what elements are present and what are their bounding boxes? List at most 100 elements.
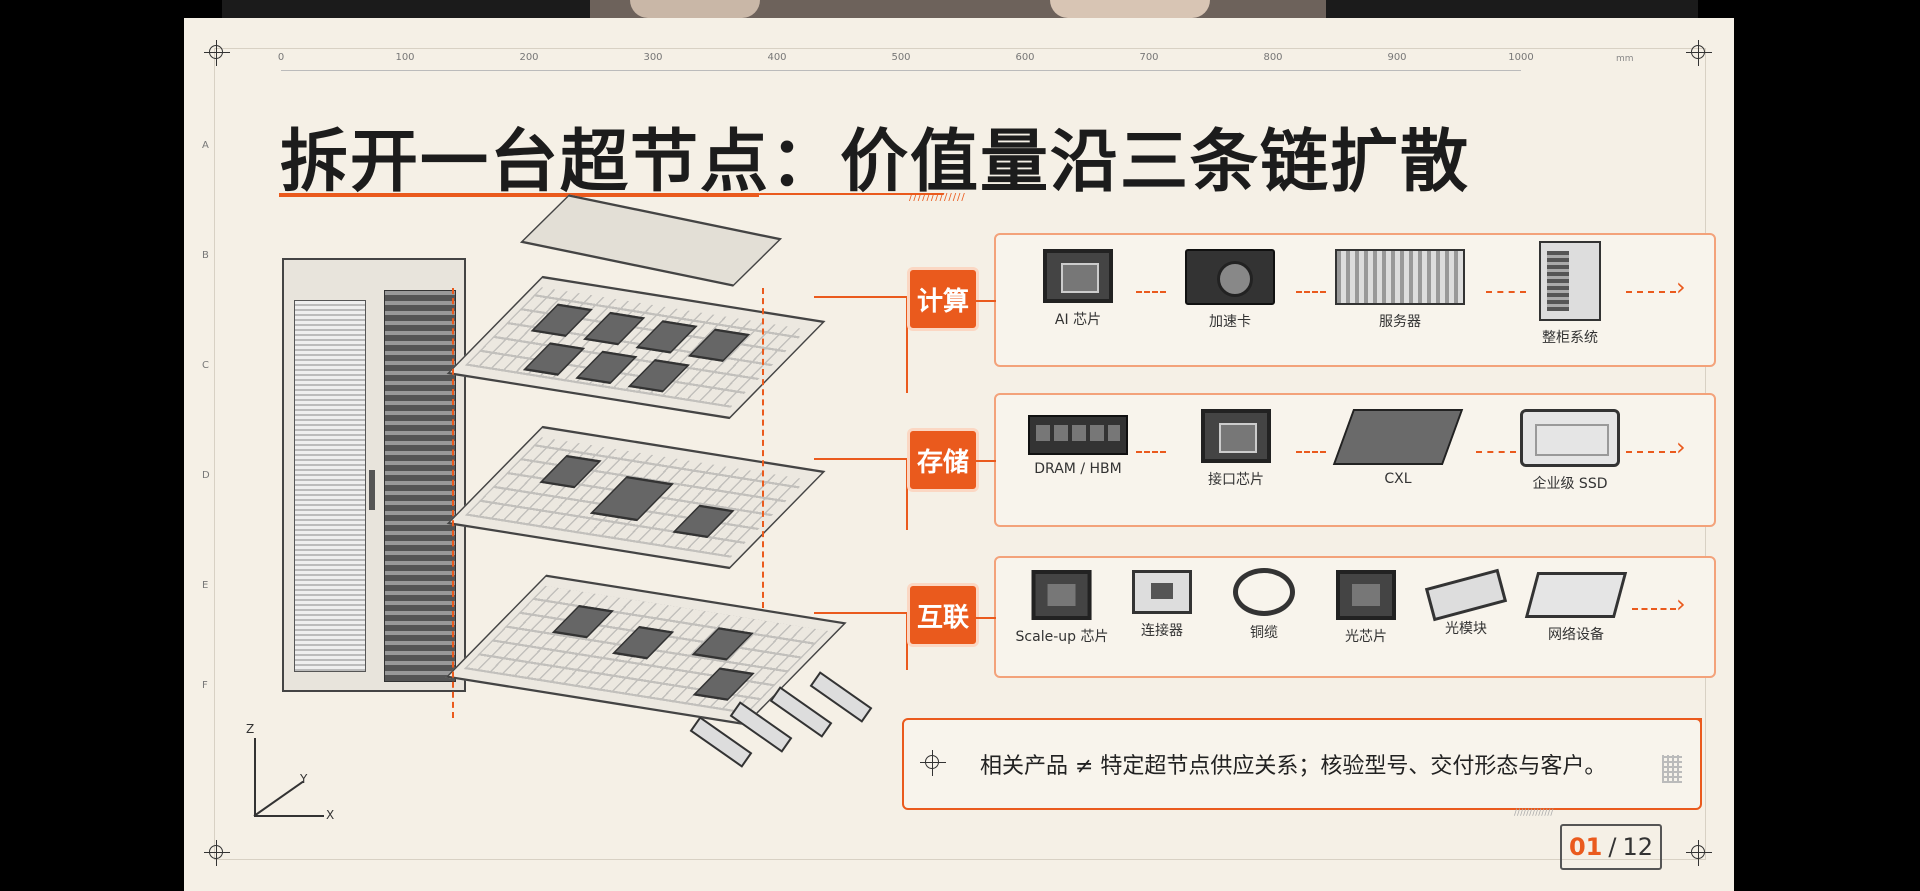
axis-z-label: Z — [246, 722, 255, 736]
top-ruler: 0 100 200 300 400 500 600 700 800 900 10… — [277, 46, 1534, 71]
compute-chain-panel: AI 芯片 加速卡 服务器 整柜系统 › — [971, 233, 1716, 367]
optical-chip-icon — [1336, 570, 1396, 620]
chain-badge-interconnect: 互联 — [907, 583, 979, 647]
chain-item: 服务器 — [1335, 249, 1465, 331]
participant-video — [630, 0, 760, 18]
axis-x-label: X — [326, 808, 335, 822]
chain-item: 连接器 — [1132, 570, 1192, 640]
chain-link — [1476, 451, 1516, 453]
rack-handle — [369, 470, 375, 510]
chain-item-label: 整柜系统 — [1542, 330, 1598, 346]
chain-item: Scale-up 芯片 — [1015, 570, 1109, 646]
chain-item-label: DRAM / HBM — [1034, 461, 1122, 477]
slide-title: 拆开一台超节点：价值量沿三条链扩散 — [280, 123, 1471, 202]
ssd-icon — [1520, 409, 1620, 467]
hatch-pattern — [1662, 755, 1682, 783]
chain-item: 企业级 SSD — [1520, 409, 1620, 493]
chain-item-label: 网络设备 — [1548, 627, 1604, 643]
chip-icon — [1043, 249, 1113, 303]
chain-badge-compute: 计算 — [907, 267, 979, 331]
chevron-right-icon: › — [1676, 433, 1686, 461]
chain-item-label: 服务器 — [1379, 314, 1421, 330]
storage-chain-panel: DRAM / HBM 接口芯片 CXL 企业级 SSD › — [971, 393, 1716, 527]
crosshair-icon — [204, 40, 230, 66]
current-page: 01 — [1568, 833, 1603, 861]
chain-item-label: 连接器 — [1141, 623, 1183, 639]
chain-item-label: Scale-up 芯片 — [1015, 629, 1109, 645]
chain-link — [1136, 451, 1166, 453]
ruler-tick-label: 700 — [1139, 52, 1159, 63]
storage-connector-line — [814, 458, 908, 530]
cxl-board-icon — [1332, 409, 1464, 465]
compute-connector-line — [814, 296, 908, 393]
chain-link — [1626, 291, 1676, 293]
row-label: A — [202, 140, 209, 151]
rack-slots — [384, 290, 456, 682]
chain-link — [1486, 291, 1526, 293]
ruler-tick-label: 100 — [395, 52, 415, 63]
chain-item-label: 企业级 SSD — [1532, 476, 1608, 492]
row-label: C — [202, 360, 209, 371]
chain-item-label: 接口芯片 — [1208, 472, 1264, 488]
crosshair-icon — [204, 840, 230, 866]
note-corner — [1670, 718, 1702, 736]
chain-item-label: AI 芯片 — [1054, 312, 1102, 328]
axis-y-label: Y — [300, 772, 308, 786]
page-indicator: 01 / 12 — [1560, 824, 1662, 870]
chain-link — [1632, 608, 1676, 610]
connector-icon — [1132, 570, 1192, 614]
slide: 0 100 200 300 400 500 600 700 800 900 10… — [184, 18, 1734, 891]
chain-item: DRAM / HBM — [1028, 415, 1128, 477]
dram-module-icon — [1028, 415, 1128, 455]
chain-badge-storage: 存储 — [907, 428, 979, 492]
scaleup-chip-icon — [1032, 570, 1092, 620]
participant-video — [1050, 0, 1210, 18]
chain-link — [1626, 451, 1676, 453]
rack-cabinet-icon — [1539, 241, 1601, 321]
row-label: B — [202, 250, 209, 261]
row-label: D — [202, 470, 210, 481]
ruler-tick-label: 500 — [891, 52, 911, 63]
ruler-tick-label: 0 — [277, 52, 285, 63]
interconnect-chain-panel: Scale-up 芯片 连接器 铜缆 光芯片 光模块 网络设备 › — [971, 556, 1716, 678]
ruler-tick-label: 200 — [519, 52, 539, 63]
chain-item: 加速卡 — [1185, 249, 1275, 331]
video-feed-strip — [590, 0, 1326, 18]
server-icon — [1335, 249, 1465, 305]
chain-item-label: 光芯片 — [1345, 629, 1387, 645]
explode-guide-line — [452, 288, 454, 718]
server-rack-illustration — [282, 258, 466, 692]
top-black-bar-left — [222, 0, 590, 18]
chain-item-label: CXL — [1384, 471, 1412, 487]
row-label: E — [202, 580, 209, 591]
ruler-tick-label: 400 — [767, 52, 787, 63]
ruler-tick-label: 1000 — [1508, 52, 1534, 63]
chain-item-label: 光模块 — [1445, 621, 1487, 637]
chain-link — [1296, 291, 1326, 293]
rack-door — [294, 300, 366, 672]
title-underline — [279, 193, 759, 197]
chain-item: CXL — [1332, 409, 1464, 487]
ruler-tick-label: 800 — [1263, 52, 1283, 63]
total-pages: 12 — [1622, 833, 1654, 861]
disclaimer-text: 相关产品 ≠ 特定超节点供应关系；核验型号、交付形态与客户。 — [980, 754, 1607, 779]
explode-guide-line — [762, 288, 764, 608]
chain-item: AI 芯片 — [1043, 249, 1113, 329]
copper-cable-icon — [1233, 568, 1295, 616]
ruler-unit: mm — [1616, 54, 1634, 64]
row-label: F — [202, 680, 208, 691]
chain-item: 铜缆 — [1233, 568, 1295, 642]
interconnect-connector-line — [814, 612, 908, 670]
accelerator-card-icon — [1185, 249, 1275, 305]
top-black-bar-right — [1326, 0, 1698, 18]
crosshair-icon — [1686, 40, 1712, 66]
ruler-tick-label: 300 — [643, 52, 663, 63]
disclaimer-note: 相关产品 ≠ 特定超节点供应关系；核验型号、交付形态与客户。 — [902, 718, 1702, 810]
note-hatch-text: ///////////// — [1514, 808, 1554, 818]
chain-item: 网络设备 — [1524, 572, 1628, 644]
chevron-right-icon: › — [1676, 590, 1686, 618]
chain-item: 整柜系统 — [1539, 241, 1601, 347]
crosshair-icon — [1686, 840, 1712, 866]
ruler-tick-label: 900 — [1387, 52, 1407, 63]
chain-item-label: 加速卡 — [1209, 314, 1251, 330]
